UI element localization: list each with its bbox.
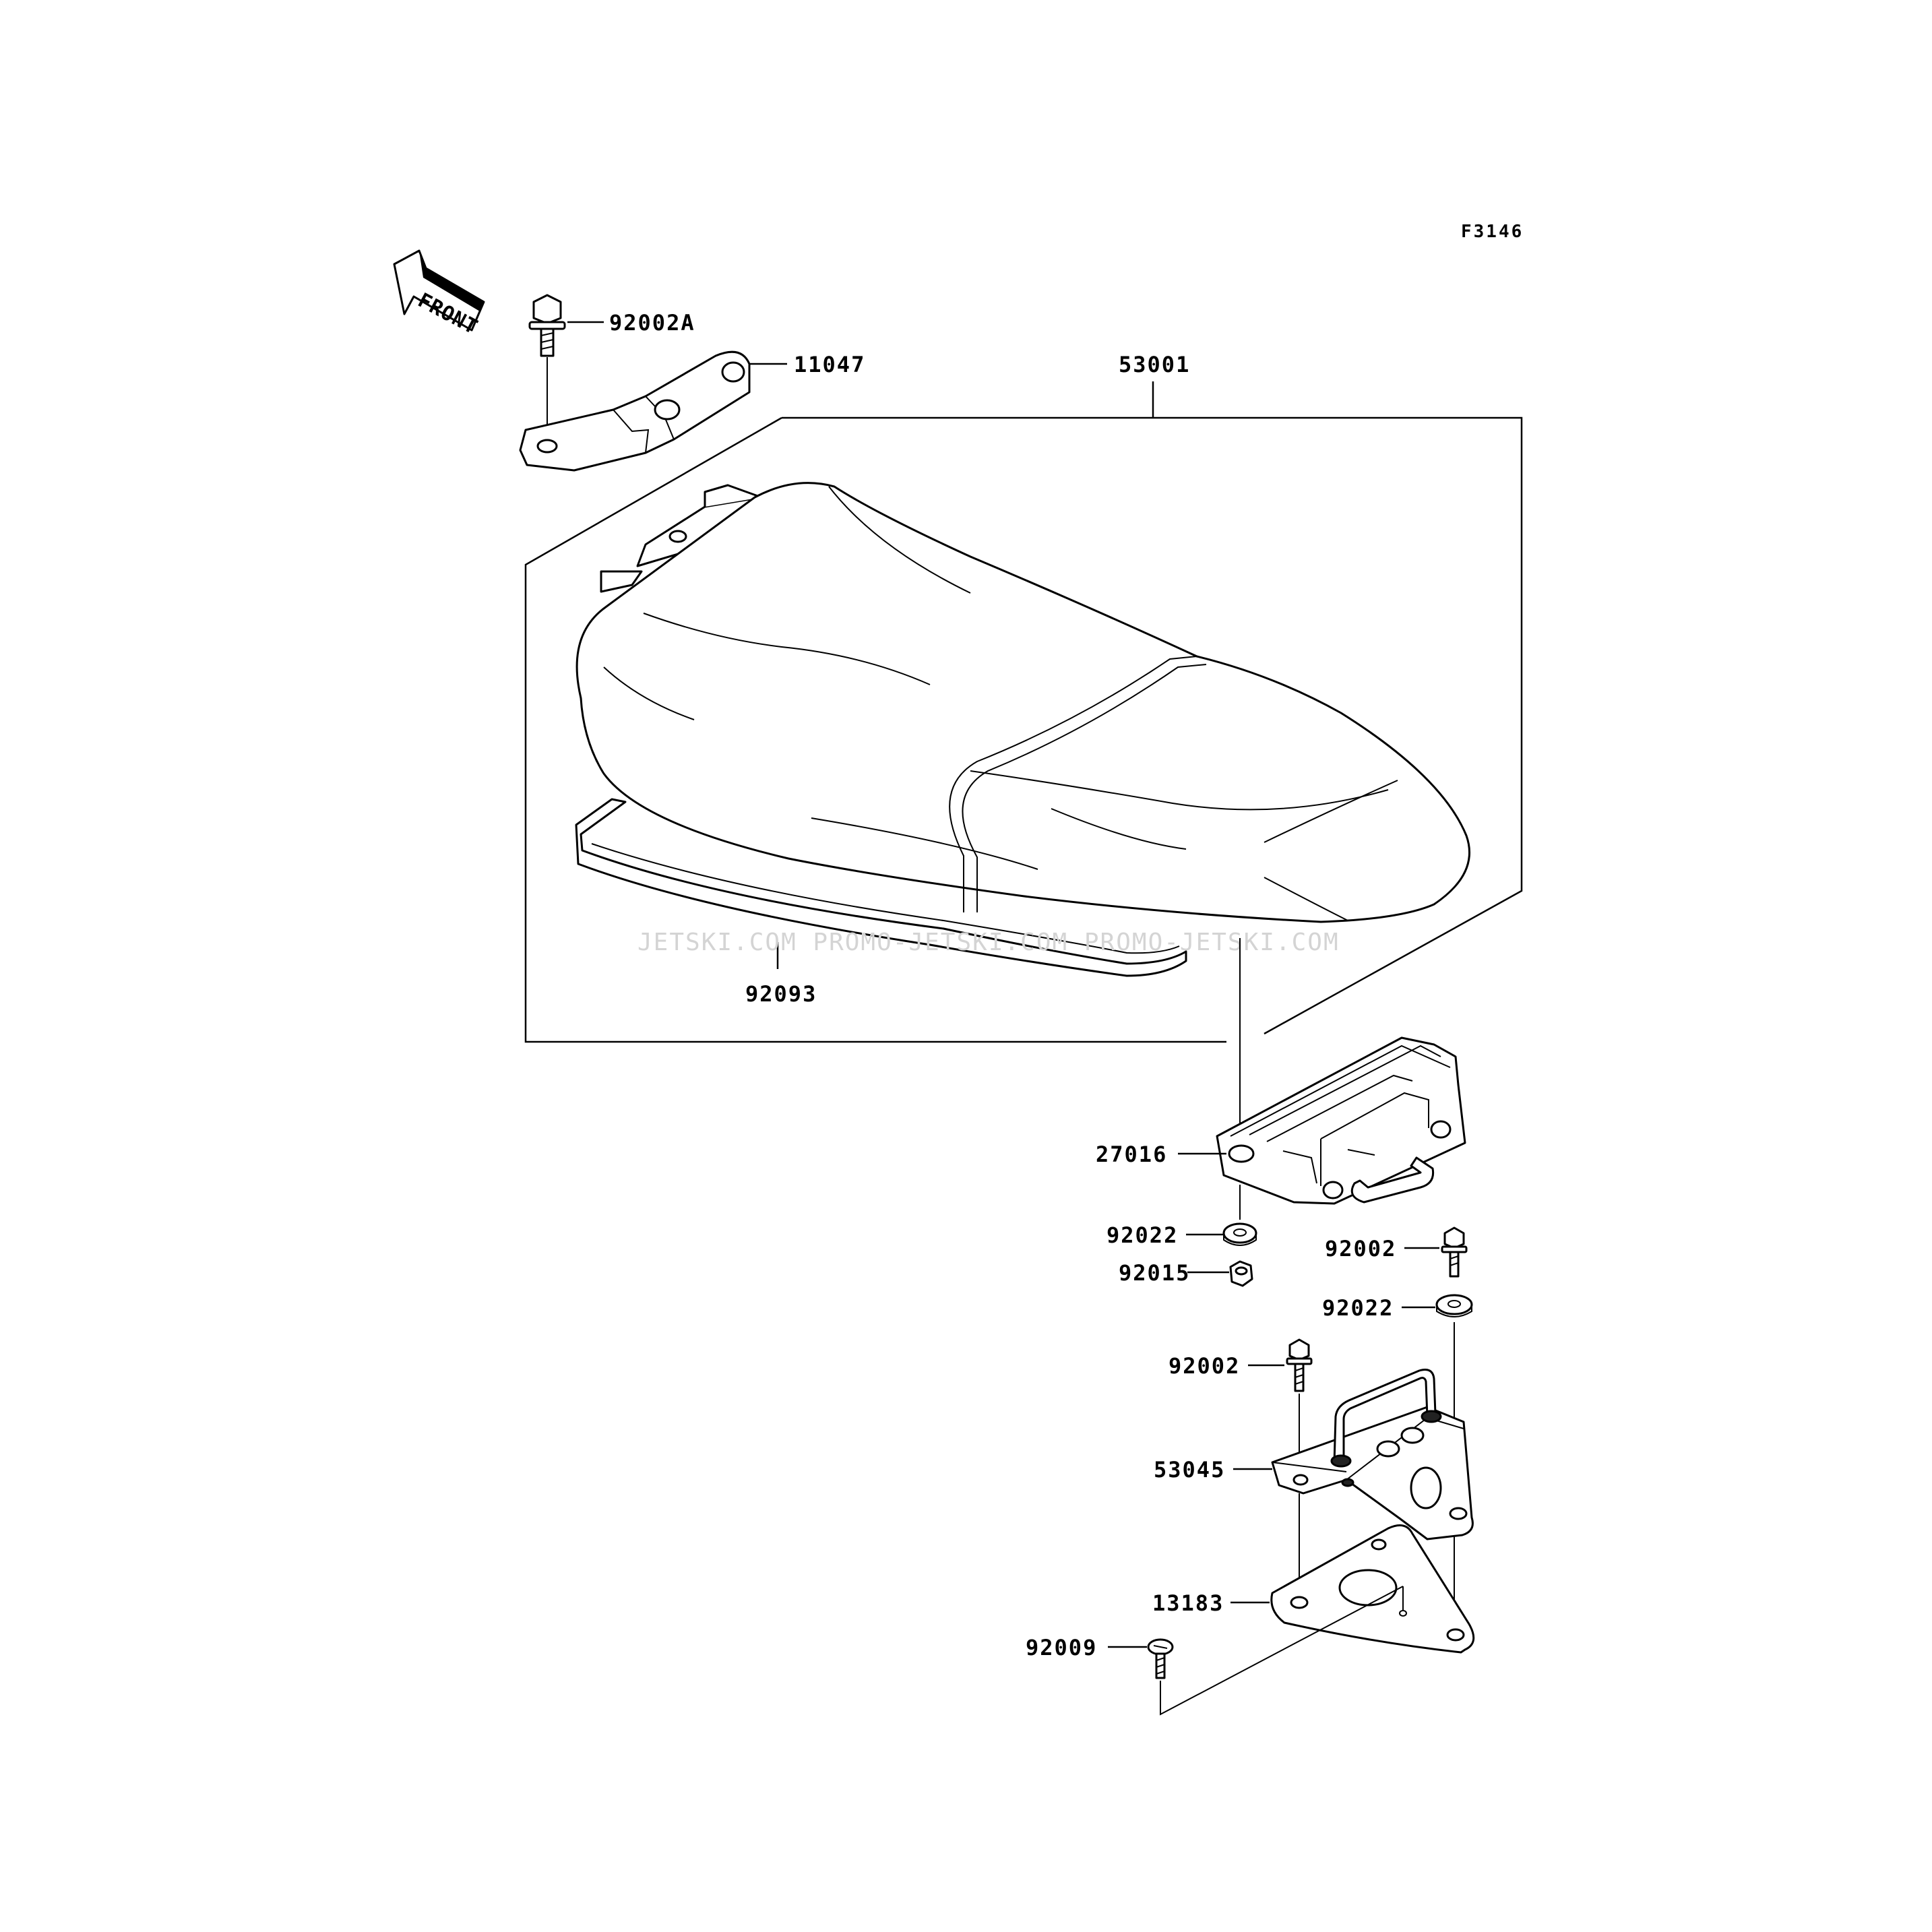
callout-53001: 53001 <box>1119 352 1190 377</box>
callout-92009: 92009 <box>1026 1635 1097 1660</box>
bolt-92002-a-icon <box>1441 1226 1468 1278</box>
plate-13183-icon <box>1270 1524 1475 1654</box>
screw-92009-icon <box>1147 1638 1174 1679</box>
washer-92022-b-icon <box>1435 1294 1473 1317</box>
seat-53001-icon <box>575 482 1470 923</box>
hinge-27016-icon <box>1216 1036 1466 1205</box>
bracket-11047-icon <box>519 350 751 472</box>
bolt-92002-b-icon <box>1286 1338 1313 1392</box>
watermark: JETSKI.COM PROMO-JETSKI.COM PROMO-JETSKI… <box>637 929 1340 956</box>
bracket-53045-icon <box>1271 1369 1474 1540</box>
front-arrow-icon: FRONT <box>393 249 485 340</box>
callout-92002a: 92002A <box>609 310 695 336</box>
callout-92015: 92015 <box>1119 1260 1190 1286</box>
callout-27016: 27016 <box>1096 1142 1167 1167</box>
bolt-92002a-icon <box>528 294 566 357</box>
callout-92002-b: 92002 <box>1168 1353 1240 1379</box>
callout-92022-b: 92022 <box>1322 1295 1394 1321</box>
washer-92022-a-icon <box>1222 1222 1257 1246</box>
callout-13183: 13183 <box>1152 1590 1224 1616</box>
callout-53045: 53045 <box>1154 1457 1225 1483</box>
callout-11047: 11047 <box>794 352 865 377</box>
seat-tray-92093-icon <box>575 798 1187 977</box>
callout-92022-a: 92022 <box>1107 1222 1178 1248</box>
callout-92002-a: 92002 <box>1325 1236 1396 1261</box>
figure-code: F3146 <box>1461 222 1524 242</box>
nut-92015-icon <box>1229 1260 1253 1287</box>
callout-92093: 92093 <box>745 981 817 1007</box>
